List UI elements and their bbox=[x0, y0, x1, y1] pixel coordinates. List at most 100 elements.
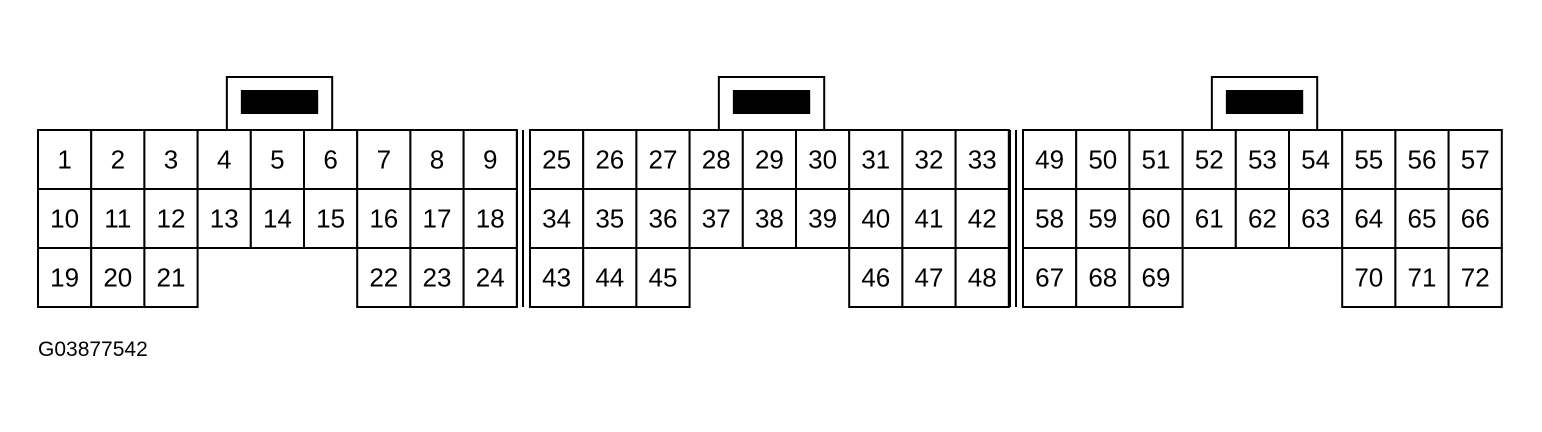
pin-58: 58 bbox=[1022, 188, 1078, 249]
pin-label: 36 bbox=[649, 204, 678, 234]
pin-12: 12 bbox=[143, 188, 199, 249]
pin-label: 21 bbox=[157, 263, 186, 293]
pin-label: 11 bbox=[104, 204, 131, 234]
pin-61: 61 bbox=[1181, 188, 1237, 249]
pin-25: 25 bbox=[529, 129, 585, 190]
pin-label: 5 bbox=[270, 145, 284, 175]
pin-40: 40 bbox=[848, 188, 904, 249]
pin-label: 15 bbox=[316, 204, 345, 234]
pin-label: 32 bbox=[915, 145, 944, 175]
pin-label: 72 bbox=[1461, 263, 1490, 293]
pin-label: 37 bbox=[702, 204, 731, 234]
pin-label: 50 bbox=[1088, 145, 1117, 175]
pin-label: 71 bbox=[1408, 263, 1437, 293]
pin-27: 27 bbox=[635, 129, 691, 190]
pin-label: 48 bbox=[968, 263, 997, 293]
pin-label: 19 bbox=[50, 263, 79, 293]
pin-label: 57 bbox=[1461, 145, 1490, 175]
pin-43: 43 bbox=[529, 247, 585, 308]
figure-code: G03877542 bbox=[38, 338, 148, 361]
pin-62: 62 bbox=[1234, 188, 1291, 249]
pin-label: 39 bbox=[808, 204, 837, 234]
pin-44: 44 bbox=[582, 247, 638, 308]
pin-label: 13 bbox=[210, 204, 239, 234]
pin-label: 14 bbox=[263, 204, 292, 234]
pin-66: 66 bbox=[1447, 188, 1503, 249]
locking-tab bbox=[1210, 76, 1319, 132]
pin-label: 1 bbox=[57, 145, 71, 175]
pin-31: 31 bbox=[848, 129, 904, 190]
pin-label: 10 bbox=[50, 204, 79, 234]
pin-70: 70 bbox=[1341, 247, 1397, 308]
pin-label: 41 bbox=[915, 204, 944, 234]
pin-label: 44 bbox=[595, 263, 624, 293]
pin-45: 45 bbox=[635, 247, 691, 308]
pin-label: 23 bbox=[423, 263, 452, 293]
pin-label: 46 bbox=[861, 263, 890, 293]
pin-label: 47 bbox=[915, 263, 944, 293]
pin-29: 29 bbox=[741, 129, 797, 190]
pin-54: 54 bbox=[1288, 129, 1344, 190]
pin-5: 5 bbox=[249, 129, 306, 190]
pin-label: 26 bbox=[595, 145, 624, 175]
pin-label: 31 bbox=[861, 145, 890, 175]
pin-label: 61 bbox=[1195, 204, 1224, 234]
pin-label: 7 bbox=[377, 145, 391, 175]
pin-71: 71 bbox=[1394, 247, 1450, 308]
pin-19: 19 bbox=[37, 247, 93, 308]
pin-7: 7 bbox=[356, 129, 412, 190]
pin-label: 18 bbox=[476, 204, 505, 234]
pin-label: 68 bbox=[1088, 263, 1117, 293]
pin-label: 67 bbox=[1035, 263, 1064, 293]
locking-tabs bbox=[225, 76, 1319, 132]
pin-label: 29 bbox=[755, 145, 784, 175]
pin-label: 65 bbox=[1408, 204, 1437, 234]
pin-47: 47 bbox=[901, 247, 957, 308]
pin-3: 3 bbox=[143, 129, 199, 190]
pin-72: 72 bbox=[1447, 247, 1503, 308]
pin-1: 1 bbox=[37, 129, 93, 190]
pin-2: 2 bbox=[90, 129, 146, 190]
pin-42: 42 bbox=[954, 188, 1010, 249]
pin-8: 8 bbox=[409, 129, 465, 190]
pin-label: 6 bbox=[323, 145, 337, 175]
pin-label: 51 bbox=[1142, 145, 1171, 175]
pin-label: 60 bbox=[1142, 204, 1171, 234]
pin-9: 9 bbox=[462, 129, 518, 190]
pin-label: 38 bbox=[755, 204, 784, 234]
locking-tab bbox=[717, 76, 826, 132]
pin-15: 15 bbox=[303, 188, 359, 249]
pin-label: 55 bbox=[1354, 145, 1383, 175]
pin-65: 65 bbox=[1394, 188, 1450, 249]
pin-label: 52 bbox=[1195, 145, 1224, 175]
pin-label: 49 bbox=[1035, 145, 1064, 175]
pin-18: 18 bbox=[462, 188, 518, 249]
pin-46: 46 bbox=[848, 247, 904, 308]
pin-37: 37 bbox=[688, 188, 744, 249]
pin-label: 64 bbox=[1354, 204, 1383, 234]
pin-label: 20 bbox=[103, 263, 132, 293]
pin-label: 24 bbox=[476, 263, 505, 293]
pin-50: 50 bbox=[1075, 129, 1131, 190]
pin-label: 59 bbox=[1088, 204, 1117, 234]
pin-6: 6 bbox=[303, 129, 359, 190]
pin-41: 41 bbox=[901, 188, 957, 249]
pin-label: 30 bbox=[808, 145, 837, 175]
pin-label: 9 bbox=[483, 145, 497, 175]
pin-label: 54 bbox=[1301, 145, 1330, 175]
pin-36: 36 bbox=[635, 188, 691, 249]
pin-30: 30 bbox=[795, 129, 851, 190]
pin-label: 8 bbox=[430, 145, 444, 175]
pin-label: 16 bbox=[369, 204, 398, 234]
pin-label: 43 bbox=[542, 263, 571, 293]
pin-10: 10 bbox=[37, 188, 93, 249]
pin-64: 64 bbox=[1341, 188, 1397, 249]
pin-21: 21 bbox=[143, 247, 199, 308]
pin-label: 62 bbox=[1248, 204, 1277, 234]
pin-label: 69 bbox=[1142, 263, 1171, 293]
pin-63: 63 bbox=[1288, 188, 1344, 249]
pin-label: 4 bbox=[217, 145, 231, 175]
section-dividers bbox=[516, 130, 1017, 307]
pin-label: 58 bbox=[1035, 204, 1064, 234]
